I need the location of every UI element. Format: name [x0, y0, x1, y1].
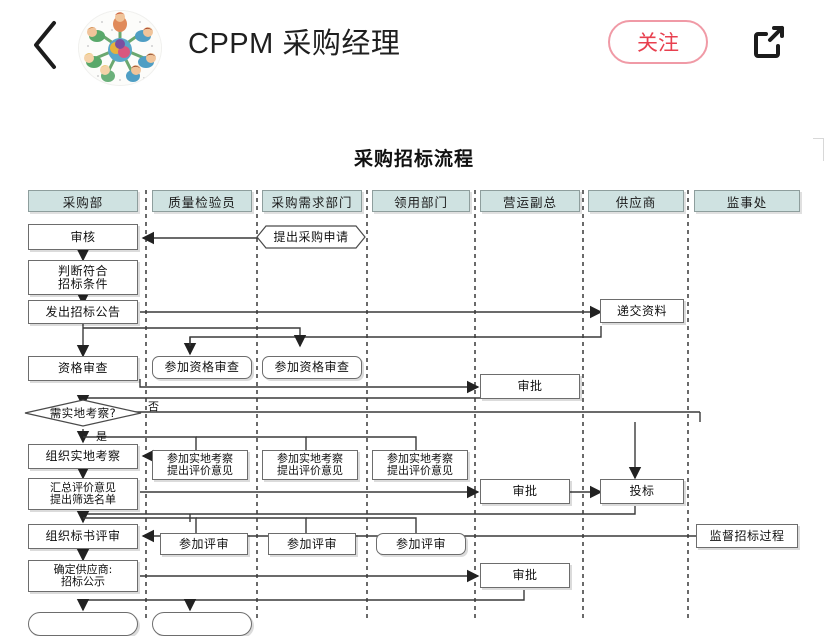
node-approve-2[interactable]: 审批 [480, 479, 570, 504]
lane-header-vp-operations: 营运副总 [480, 190, 580, 212]
app-header: CPPM 采购经理 关注 [0, 0, 828, 90]
decision-diamond-shape [24, 399, 142, 427]
node-approve-3[interactable]: 审批 [480, 563, 570, 588]
follow-button-label: 关注 [637, 32, 679, 55]
node-supervise-bidding[interactable]: 监督招标过程 [696, 524, 798, 548]
node-need-site-visit-decision[interactable]: 需实地考察? [24, 399, 142, 427]
node-summarize-evaluations[interactable]: 汇总评价意见 提出筛选名单 [28, 478, 138, 510]
avatar[interactable] [78, 10, 162, 86]
hexagon-shape [256, 225, 366, 249]
node-qualification-review[interactable]: 资格审查 [28, 356, 138, 381]
node-join-bid-review-qa[interactable]: 参加评审 [160, 533, 248, 555]
lane-header-requester: 采购需求部门 [262, 190, 362, 212]
node-join-qualification-review-requester[interactable]: 参加资格审查 [262, 356, 362, 379]
node-terminator-qa[interactable] [152, 612, 252, 636]
node-terminator-left[interactable] [28, 612, 138, 636]
follow-button[interactable]: 关注 [608, 20, 708, 64]
node-review[interactable]: 审核 [28, 224, 138, 250]
node-join-bid-review-requester[interactable]: 参加评审 [268, 533, 356, 555]
flowchart-canvas: 采购部 质量检验员 采购需求部门 领用部门 营运副总 供应商 监事处 审核 判断… [0, 92, 828, 636]
back-button[interactable] [28, 18, 62, 72]
node-join-site-visit-requester[interactable]: 参加实地考察 提出评价意见 [262, 450, 358, 480]
node-submit-materials[interactable]: 递交资料 [600, 299, 684, 323]
lane-header-supervisor: 监事处 [694, 190, 800, 212]
flowchart-region: 采购招标流程 [0, 92, 828, 636]
node-join-bid-review-user-dept[interactable]: 参加评审 [376, 533, 466, 555]
node-approve-1[interactable]: 审批 [480, 374, 580, 399]
chevron-left-icon [34, 21, 56, 69]
page-title: CPPM 采购经理 [188, 28, 401, 60]
node-organize-bid-review[interactable]: 组织标书评审 [28, 524, 138, 549]
edge-label-yes: 是 [96, 430, 107, 443]
node-confirm-supplier-announce[interactable]: 确定供应商: 招标公示 [28, 560, 138, 592]
node-submit-bid[interactable]: 投标 [600, 479, 684, 504]
node-join-site-visit-qa[interactable]: 参加实地考察 提出评价意见 [152, 450, 248, 480]
lane-header-qa: 质量检验员 [152, 190, 252, 212]
lane-header-purchasing: 采购部 [28, 190, 138, 212]
edge-label-no: 否 [148, 400, 159, 413]
node-join-site-visit-user-dept[interactable]: 参加实地考察 提出评价意见 [372, 450, 468, 480]
node-organize-site-visit[interactable]: 组织实地考察 [28, 444, 138, 469]
external-link-icon [754, 26, 784, 58]
chart-title: 采购招标流程 [353, 149, 474, 170]
lane-header-supplier: 供应商 [588, 190, 684, 212]
node-judge-bid-conditions[interactable]: 判断符合 招标条件 [28, 260, 138, 295]
avatar-illustration [79, 11, 161, 85]
node-issue-bid-announcement[interactable]: 发出招标公告 [28, 300, 138, 324]
node-join-qualification-review-qa[interactable]: 参加资格审查 [152, 356, 252, 379]
scroll-corner [813, 138, 824, 161]
lane-header-user-dept: 领用部门 [372, 190, 470, 212]
node-submit-purchase-request[interactable]: 提出采购申请 [256, 225, 366, 249]
share-button[interactable] [746, 20, 790, 64]
